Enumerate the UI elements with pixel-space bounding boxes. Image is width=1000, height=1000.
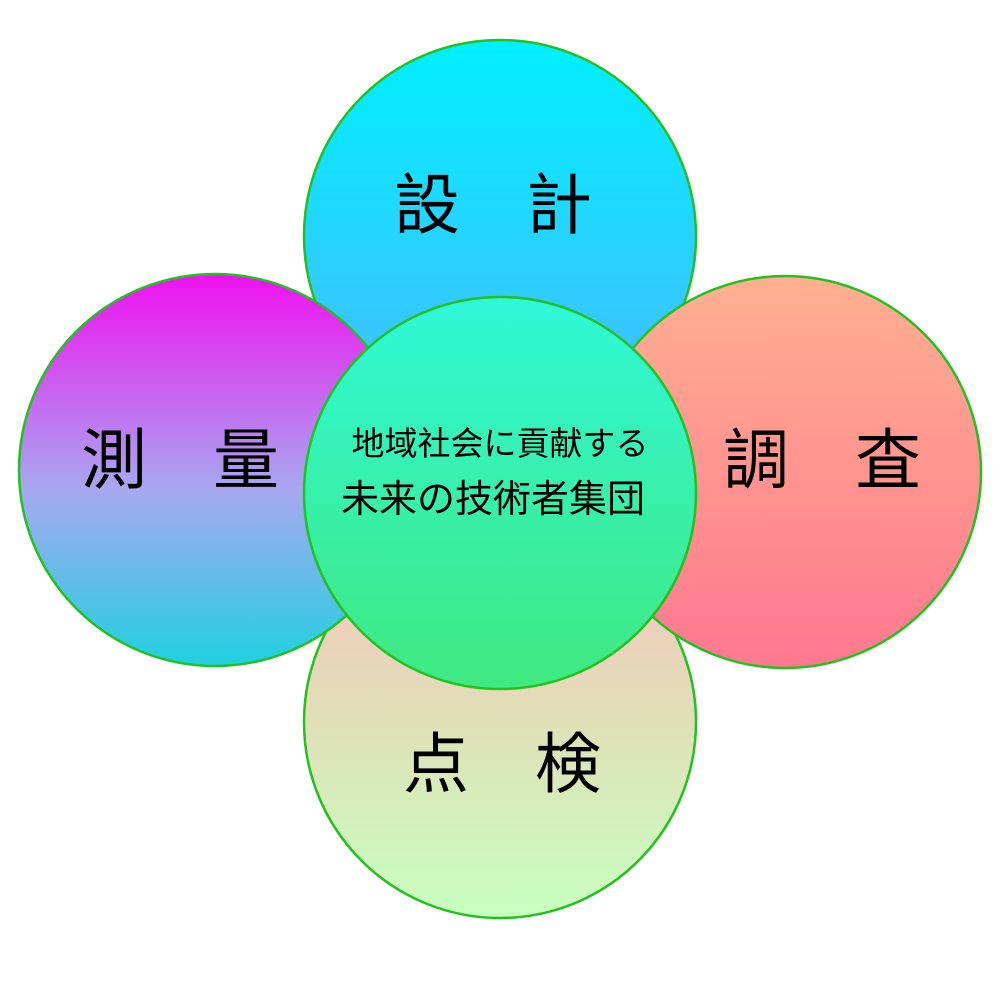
center-circle <box>302 295 698 691</box>
petal-top-label: 設 計 <box>394 167 592 244</box>
petal-right-label: 調 査 <box>723 422 921 499</box>
petal-left-label: 測 量 <box>81 422 279 499</box>
center-text-line-2: 未来の技術者集団 <box>341 477 645 521</box>
petal-bottom-label: 点 検 <box>403 726 601 803</box>
center-text-line-1: 地域社会に貢献する <box>352 424 649 463</box>
